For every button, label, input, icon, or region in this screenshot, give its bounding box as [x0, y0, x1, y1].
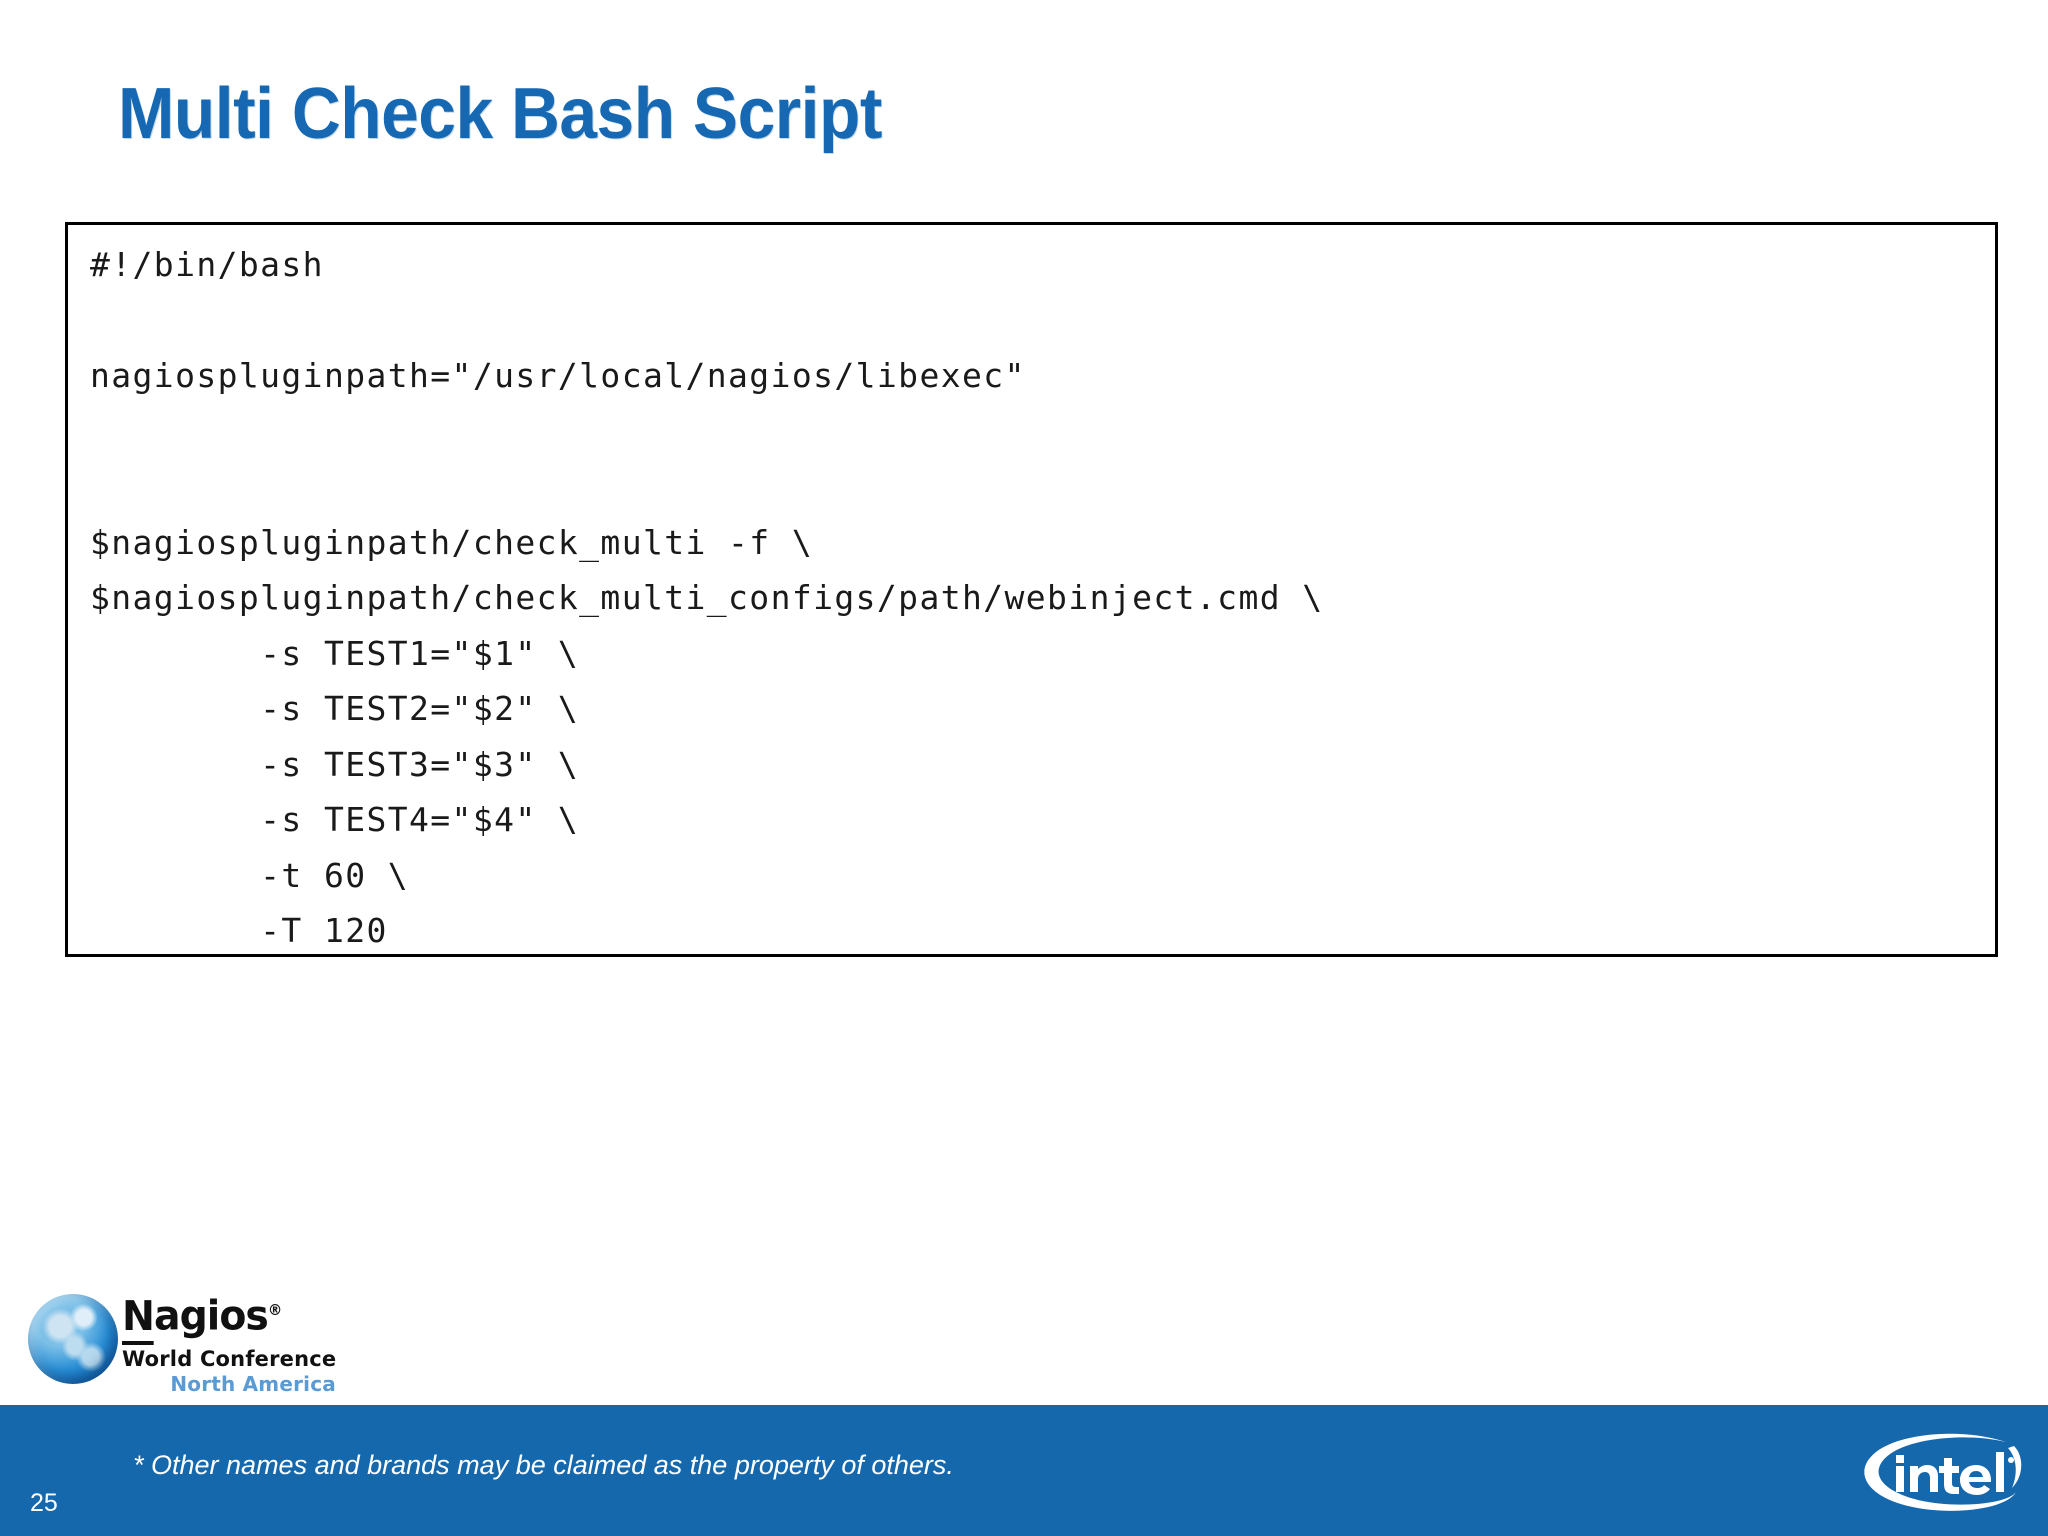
code-line: -s TEST1="$1" \ — [90, 633, 580, 673]
intel-wordmark — [1896, 1452, 2014, 1495]
code-line — [90, 459, 1324, 515]
code-line: -s TEST2="$2" \ — [90, 689, 580, 728]
nagios-brand-name: Nagios® — [122, 1288, 333, 1345]
footer-disclaimer: * Other names and brands may be claimed … — [133, 1450, 954, 1480]
code-listing: #!/bin/bash nagiospluginpath="/usr/local/… — [90, 237, 1324, 959]
nagios-subtitle-secondary: North America — [170, 1371, 336, 1396]
intel-logo — [1856, 1430, 2028, 1516]
registered-mark-icon: ® — [267, 1301, 282, 1319]
code-line: -T 120 — [90, 911, 388, 950]
globe-icon — [28, 1294, 118, 1384]
code-line: -s TEST4="$4" \ — [90, 800, 580, 839]
nagios-brand-initial: N — [122, 1291, 155, 1345]
code-line — [90, 404, 1324, 460]
nagios-brand-rest: agios — [153, 1291, 269, 1340]
nagios-wordmark: Nagios® World Conference North America — [122, 1288, 342, 1396]
code-line — [90, 293, 1324, 349]
code-line: nagiospluginpath="/usr/local/nagios/libe… — [90, 356, 1026, 395]
page-title: Multi Check Bash Script — [118, 74, 882, 154]
code-block: #!/bin/bash nagiospluginpath="/usr/local/… — [65, 222, 1998, 957]
footer-bar — [0, 1405, 2048, 1536]
code-line: $nagiospluginpath/check_multi -f \ — [90, 522, 814, 562]
code-line: -s TEST3="$3" \ — [90, 744, 580, 784]
intel-swoosh-icon — [1864, 1433, 2022, 1511]
slide-number: 25 — [30, 1489, 58, 1517]
code-line: #!/bin/bash — [90, 245, 324, 284]
nagios-logo: Nagios® World Conference North America — [26, 1288, 346, 1400]
nagios-subtitle-primary: World Conference — [122, 1346, 337, 1371]
code-line: $nagiospluginpath/check_multi_configs/pa… — [90, 578, 1324, 617]
code-line: -t 60 \ — [90, 855, 410, 895]
